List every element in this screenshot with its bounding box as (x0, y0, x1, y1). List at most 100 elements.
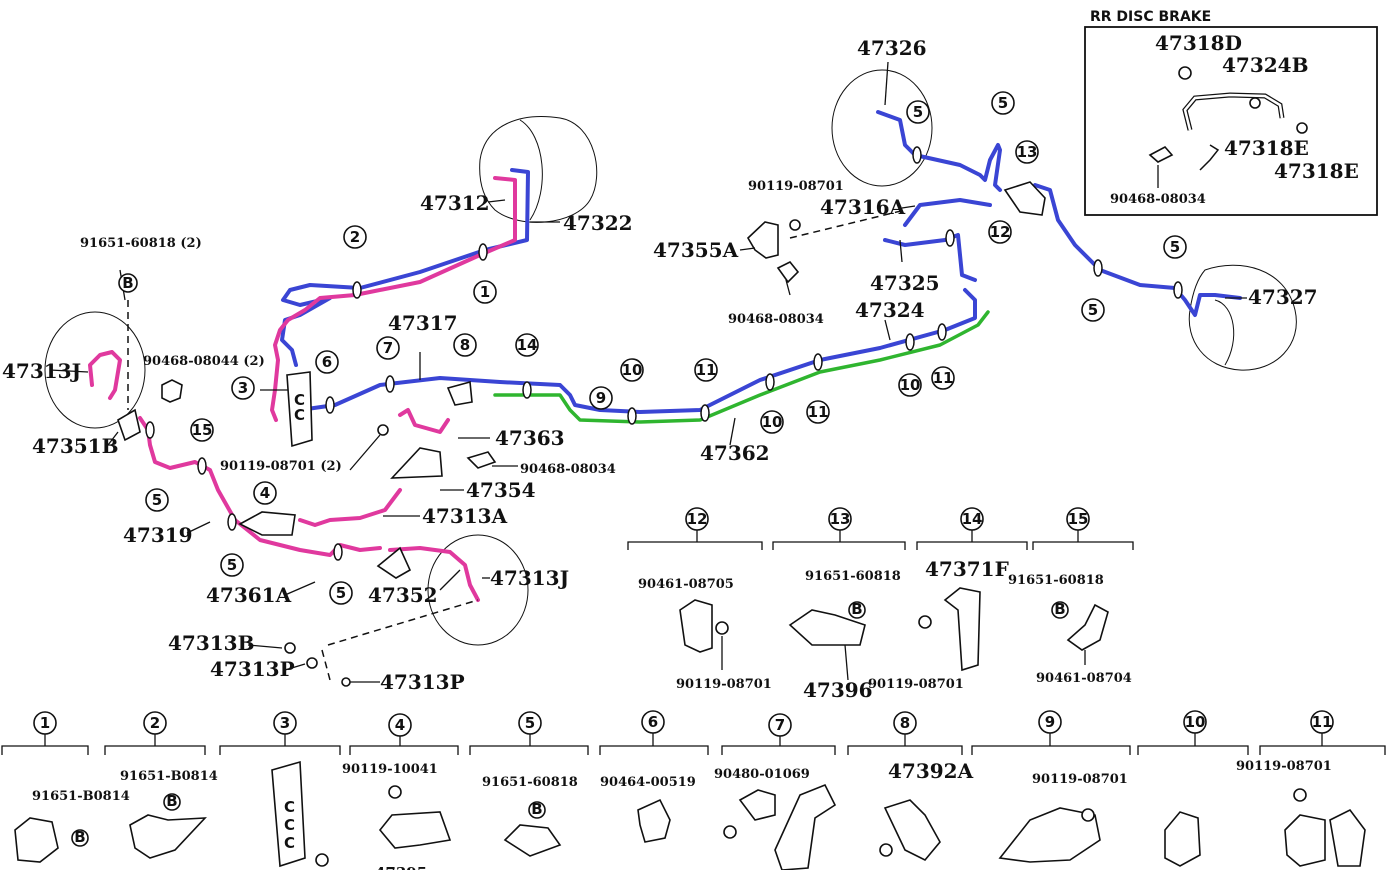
svg-text:5: 5 (913, 103, 923, 121)
svg-text:6: 6 (648, 713, 658, 731)
section-10: 10 (1137, 710, 1249, 867)
pink-line-47313J-left (88, 350, 122, 400)
label-91651-60818-s15: 91651-60818 (1008, 573, 1104, 588)
label-90119-08701-s14: 90119-08701 (868, 677, 964, 692)
label-90119-08701-top: 90119-08701 (748, 179, 844, 194)
marker-10: 10 (898, 373, 922, 397)
marker-b: B (118, 273, 138, 293)
bracket-section-11 (1329, 808, 1366, 867)
clamp-section-9 (998, 807, 1101, 863)
clamp (700, 404, 710, 422)
clamp (522, 381, 532, 399)
svg-text:C: C (294, 391, 305, 409)
svg-text:B: B (166, 792, 177, 810)
label-90468-08034-top: 90468-08034 (728, 312, 824, 327)
marker-8: 8 (453, 333, 477, 357)
label-47313P-b: 47313P (380, 670, 465, 694)
front-right-drum-face (519, 119, 543, 221)
marker-1: 1 (473, 280, 497, 304)
bracket-47396 (788, 609, 866, 646)
label-90119-08701-s12: 90119-08701 (676, 677, 772, 692)
svg-text:13: 13 (830, 510, 851, 528)
svg-text:4: 4 (260, 484, 270, 502)
blue-line-47327 (1033, 183, 1242, 317)
label-90119-08701-s9: 90119-08701 (1032, 772, 1128, 787)
front-right-drum (479, 116, 598, 223)
inset-pipe-47324B (1182, 92, 1285, 131)
inset-pipe-inner (1183, 93, 1284, 131)
front-left-rotor (44, 311, 146, 429)
callout-markers: 1 2 3 6 7 8 14 9 10 11 10 11 10 11 12 13… (118, 91, 1187, 605)
svg-text:C: C (284, 816, 295, 834)
svg-text:5: 5 (998, 94, 1008, 112)
svg-text:11: 11 (696, 361, 717, 379)
svg-text:B: B (122, 274, 133, 292)
clamp (1093, 259, 1103, 277)
leader-lines (49, 61, 1247, 683)
svg-text:B: B (74, 828, 85, 846)
label-47324: 47324 (855, 298, 925, 322)
svg-text:B: B (531, 800, 542, 818)
svg-text:12: 12 (990, 223, 1011, 241)
clamp (145, 421, 155, 439)
blue-line-47316A (903, 198, 992, 227)
svg-text:7: 7 (775, 716, 785, 734)
svg-text:10: 10 (900, 376, 921, 394)
rear-right-rotor-face (1214, 299, 1235, 366)
label-90461-08705: 90461-08705 (638, 577, 734, 592)
svg-text:6: 6 (322, 353, 332, 371)
label-90480-01069: 90480-01069 (714, 767, 810, 782)
bracket-3 (286, 371, 313, 448)
part-labels: 47326 47312 47322 91651-60818 (2) 47313J… (2, 36, 1318, 694)
clip-section-5 (503, 824, 562, 857)
svg-text:15: 15 (192, 421, 213, 439)
label-47363: 47363 (495, 426, 565, 450)
clamp-section-10 (1164, 811, 1201, 867)
marker-4: 4 (253, 481, 277, 505)
label-47351B: 47351B (32, 434, 118, 458)
label-47326: 47326 (857, 36, 927, 60)
nut-47313P-b (341, 677, 351, 687)
label-47352: 47352 (368, 583, 438, 607)
nut-47313P-a (306, 657, 318, 669)
inset-label-47324B: 47324B (1222, 53, 1308, 77)
label-47313B: 47313B (168, 631, 254, 655)
section-12: 12 90461-08705 90119-08701 (627, 507, 772, 692)
marker-2: 2 (343, 225, 367, 249)
marker-5: 5 (1163, 235, 1187, 259)
bolt-90119-08701-top (789, 219, 801, 231)
label-47312: 47312 (420, 191, 490, 215)
clamp-90461-08704 (1066, 603, 1109, 651)
label-47355A: 47355A (653, 238, 739, 262)
clamp (912, 146, 922, 164)
inset-label-47318E-b: 47318E (1274, 159, 1359, 183)
clamp (352, 281, 362, 299)
svg-text:14: 14 (517, 336, 538, 354)
svg-text:5: 5 (1088, 301, 1098, 319)
marker-3: 3 (231, 376, 255, 400)
marker-9: 9 (589, 386, 613, 410)
label-91651-60818-s5: 91651-60818 (482, 775, 578, 790)
label-47354: 47354 (466, 478, 536, 502)
marker-10: 10 (760, 410, 784, 434)
clamp-1 (14, 817, 59, 863)
inset-nut-47318E-b (1296, 122, 1308, 134)
svg-text:5: 5 (227, 556, 237, 574)
bracket-8 (446, 380, 473, 406)
inset-label-47318E-a: 47318E (1224, 136, 1309, 160)
grommet-90480-01069 (738, 789, 776, 821)
clamp-90461-08705 (679, 599, 713, 653)
inset-bolt-47318D (1178, 66, 1192, 80)
label-47313A: 47313A (422, 504, 508, 528)
svg-text:10: 10 (622, 361, 643, 379)
pink-line-47363 (398, 408, 450, 434)
marker-12: 12 (988, 220, 1012, 244)
svg-text:10: 10 (762, 413, 783, 431)
label-47371F: 47371F (925, 557, 1009, 581)
svg-text:14: 14 (962, 510, 983, 528)
label-47313J-right: 47313J (490, 566, 569, 590)
bracket-47395 (378, 811, 452, 849)
bracket-47355A (746, 221, 779, 259)
label-47319: 47319 (123, 523, 193, 547)
label-47327: 47327 (1248, 285, 1318, 309)
